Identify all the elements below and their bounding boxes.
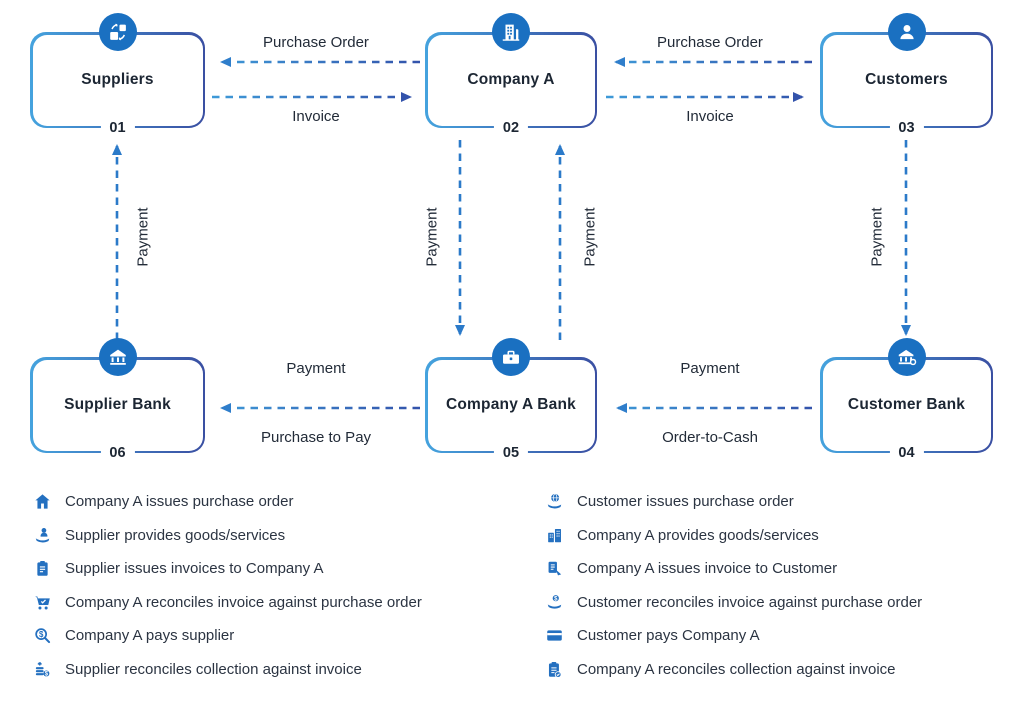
globe-hand-icon	[545, 492, 564, 511]
edge-label-payment-vertical: Payment	[868, 207, 886, 267]
person-icon	[887, 13, 926, 51]
edge-label-invoice: Invoice	[686, 108, 734, 125]
legend-text: Supplier provides goods/services	[65, 526, 286, 544]
legend-item: Supplier provides goods/services	[33, 524, 285, 546]
legend-item: Supplier issues invoices to Company A	[33, 557, 323, 579]
invoice-clipboard-icon	[33, 559, 52, 578]
legend-item: $ Company A pays supplier	[33, 624, 234, 646]
edge-label-purchase-to-pay: Purchase to Pay	[260, 429, 372, 446]
home-icon	[33, 492, 52, 511]
legend-item: $ Customer reconciles invoice against pu…	[545, 591, 922, 613]
node-title-customer-bank: Customer Bank	[847, 396, 966, 413]
credit-card-icon	[545, 626, 564, 645]
node-title-supplier-bank: Supplier Bank	[64, 396, 171, 413]
briefcase-icon	[492, 338, 530, 376]
node-number: 05	[493, 443, 529, 463]
edge-label-payment: Payment	[286, 360, 346, 377]
edge-label-payment-vertical: Payment	[134, 207, 152, 267]
legend-item: Company A issues purchase order	[33, 490, 293, 512]
legend-item: Customer issues purchase order	[545, 490, 794, 512]
bank-icon	[98, 338, 137, 376]
person-give-icon	[33, 526, 52, 545]
node-customers: Customers 03	[820, 13, 993, 138]
legend-item: Company A reconciles invoice against pur…	[33, 591, 422, 613]
node-number: 02	[493, 118, 529, 138]
coins-arrow-icon: $	[33, 660, 52, 679]
legend-text: Company A pays supplier	[65, 626, 235, 644]
legend-text: Customer reconciles invoice against purc…	[577, 593, 923, 611]
node-title-company-a-bank: Company A Bank	[446, 396, 576, 413]
legend-text: Customer pays Company A	[577, 626, 760, 644]
node-number: 06	[100, 443, 135, 463]
node-title-company-a: Company A	[467, 71, 555, 88]
edge-label-invoice: Invoice	[292, 108, 340, 125]
legend-text: Company A issues invoice to Customer	[577, 559, 838, 577]
legend-text: Supplier reconciles collection against i…	[65, 660, 362, 678]
legend-item: $ Supplier reconciles collection against…	[33, 658, 362, 680]
edge-label-purchase-order: Purchase Order	[263, 34, 369, 51]
edge-label-order-to-cash: Order-to-Cash	[662, 429, 758, 446]
clipboard-check-icon	[545, 660, 564, 679]
legend-item: Company A reconciles collection against …	[545, 658, 896, 680]
edge-label-purchase-order: Purchase Order	[657, 34, 763, 51]
legend-text: Company A reconciles invoice against pur…	[65, 593, 422, 611]
legend-item: Company A provides goods/services	[545, 524, 819, 546]
bank-coin-icon	[887, 338, 926, 376]
doc-pen-icon	[545, 559, 564, 578]
svg-text:$: $	[45, 671, 49, 677]
building-icon	[492, 13, 530, 51]
node-title-suppliers: Suppliers	[81, 71, 154, 88]
svg-text:$: $	[554, 596, 558, 602]
supply-chain-icon	[98, 13, 137, 51]
legend-text: Company A issues purchase order	[65, 492, 294, 510]
legend-text: Company A reconciles collection against …	[577, 660, 896, 678]
search-dollar-icon: $	[33, 626, 52, 645]
legend-item: Company A issues invoice to Customer	[545, 557, 837, 579]
node-customer-bank: Customer Bank 04	[820, 338, 993, 463]
node-title-customers: Customers	[865, 71, 948, 88]
node-number: 01	[100, 118, 135, 138]
edge-label-payment-vertical: Payment	[581, 207, 599, 267]
legend-text: Company A provides goods/services	[577, 526, 819, 544]
edge-label-payment-vertical: Payment	[423, 207, 441, 267]
node-number: 03	[889, 118, 924, 138]
node-supplier-bank: Supplier Bank 06	[30, 338, 205, 463]
hand-coin-icon: $	[545, 593, 564, 612]
cart-icon	[33, 593, 52, 612]
legend-item: Customer pays Company A	[545, 624, 760, 646]
node-number: 04	[889, 443, 924, 463]
svg-text:$: $	[39, 629, 44, 638]
legend-text: Customer issues purchase order	[577, 492, 794, 510]
legend-text: Supplier issues invoices to Company A	[65, 559, 324, 577]
edge-label-payment: Payment	[680, 360, 740, 377]
node-suppliers: Suppliers 01	[30, 13, 205, 138]
node-company-a-bank: Company A Bank 05	[425, 338, 597, 463]
node-company-a: Company A 02	[425, 13, 597, 138]
buildings-icon	[545, 526, 564, 545]
